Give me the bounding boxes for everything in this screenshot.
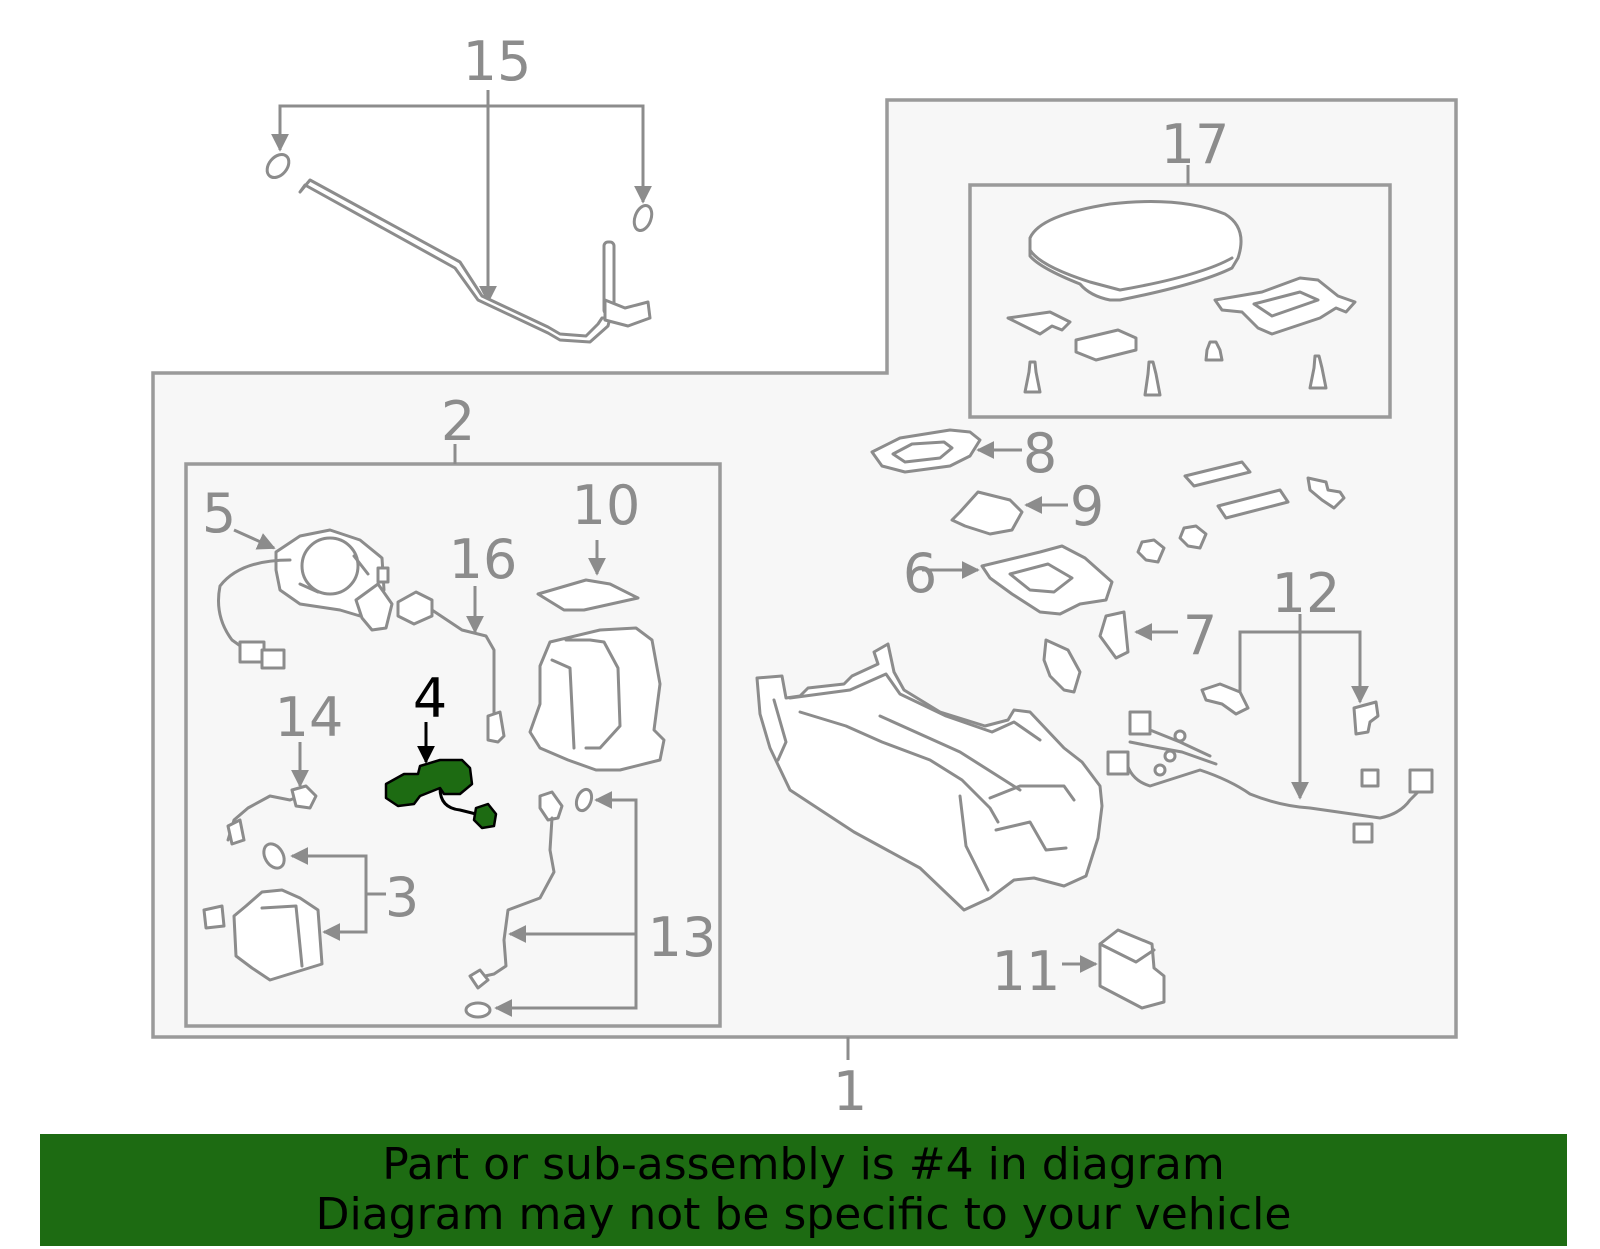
- part-1-console-body: [755, 642, 1104, 912]
- notice-banner: Part or sub-assembly is #4 in diagram Di…: [40, 1134, 1567, 1246]
- callout-11: 11: [992, 940, 1061, 1003]
- part-11-module: [1062, 928, 1166, 1010]
- part-15-cable: [265, 90, 654, 344]
- part-10-cupholder: [528, 540, 666, 772]
- part-9: [950, 490, 1068, 536]
- callout-14: 14: [275, 686, 344, 749]
- callout-1: 1: [833, 1060, 867, 1123]
- part-7: [1042, 610, 1178, 694]
- part-13-cable: [464, 787, 638, 1019]
- part-17-armrest: [1006, 200, 1357, 397]
- part-5-shifter: [217, 528, 394, 670]
- callout-17: 17: [1161, 113, 1230, 176]
- callout-13: 13: [648, 906, 717, 969]
- banner-line-2: Diagram may not be specific to your vehi…: [315, 1189, 1292, 1240]
- part-6: [922, 544, 1114, 616]
- part-3-bracket: [202, 842, 386, 982]
- callout-10: 10: [572, 474, 641, 537]
- callout-5: 5: [202, 482, 236, 545]
- callout-6: 6: [903, 542, 937, 605]
- callout-2: 2: [441, 390, 475, 453]
- callout-4[interactable]: 4: [413, 667, 447, 730]
- part-14-harness: [226, 742, 318, 846]
- part-12-harness: [1106, 614, 1434, 844]
- callout-12: 12: [1272, 562, 1341, 625]
- callout-9: 9: [1070, 475, 1104, 538]
- callout-3: 3: [385, 866, 419, 929]
- callout-7: 7: [1183, 604, 1217, 667]
- part-16-wire: [396, 586, 506, 744]
- part-8: [870, 428, 1022, 474]
- callout-16: 16: [449, 528, 518, 591]
- callout-8: 8: [1023, 422, 1057, 485]
- callout-15: 15: [463, 30, 532, 93]
- clips-and-bolts: [1136, 460, 1346, 564]
- banner-line-1: Part or sub-assembly is #4 in diagram: [382, 1139, 1225, 1190]
- part-4-highlighted[interactable]: [384, 722, 498, 830]
